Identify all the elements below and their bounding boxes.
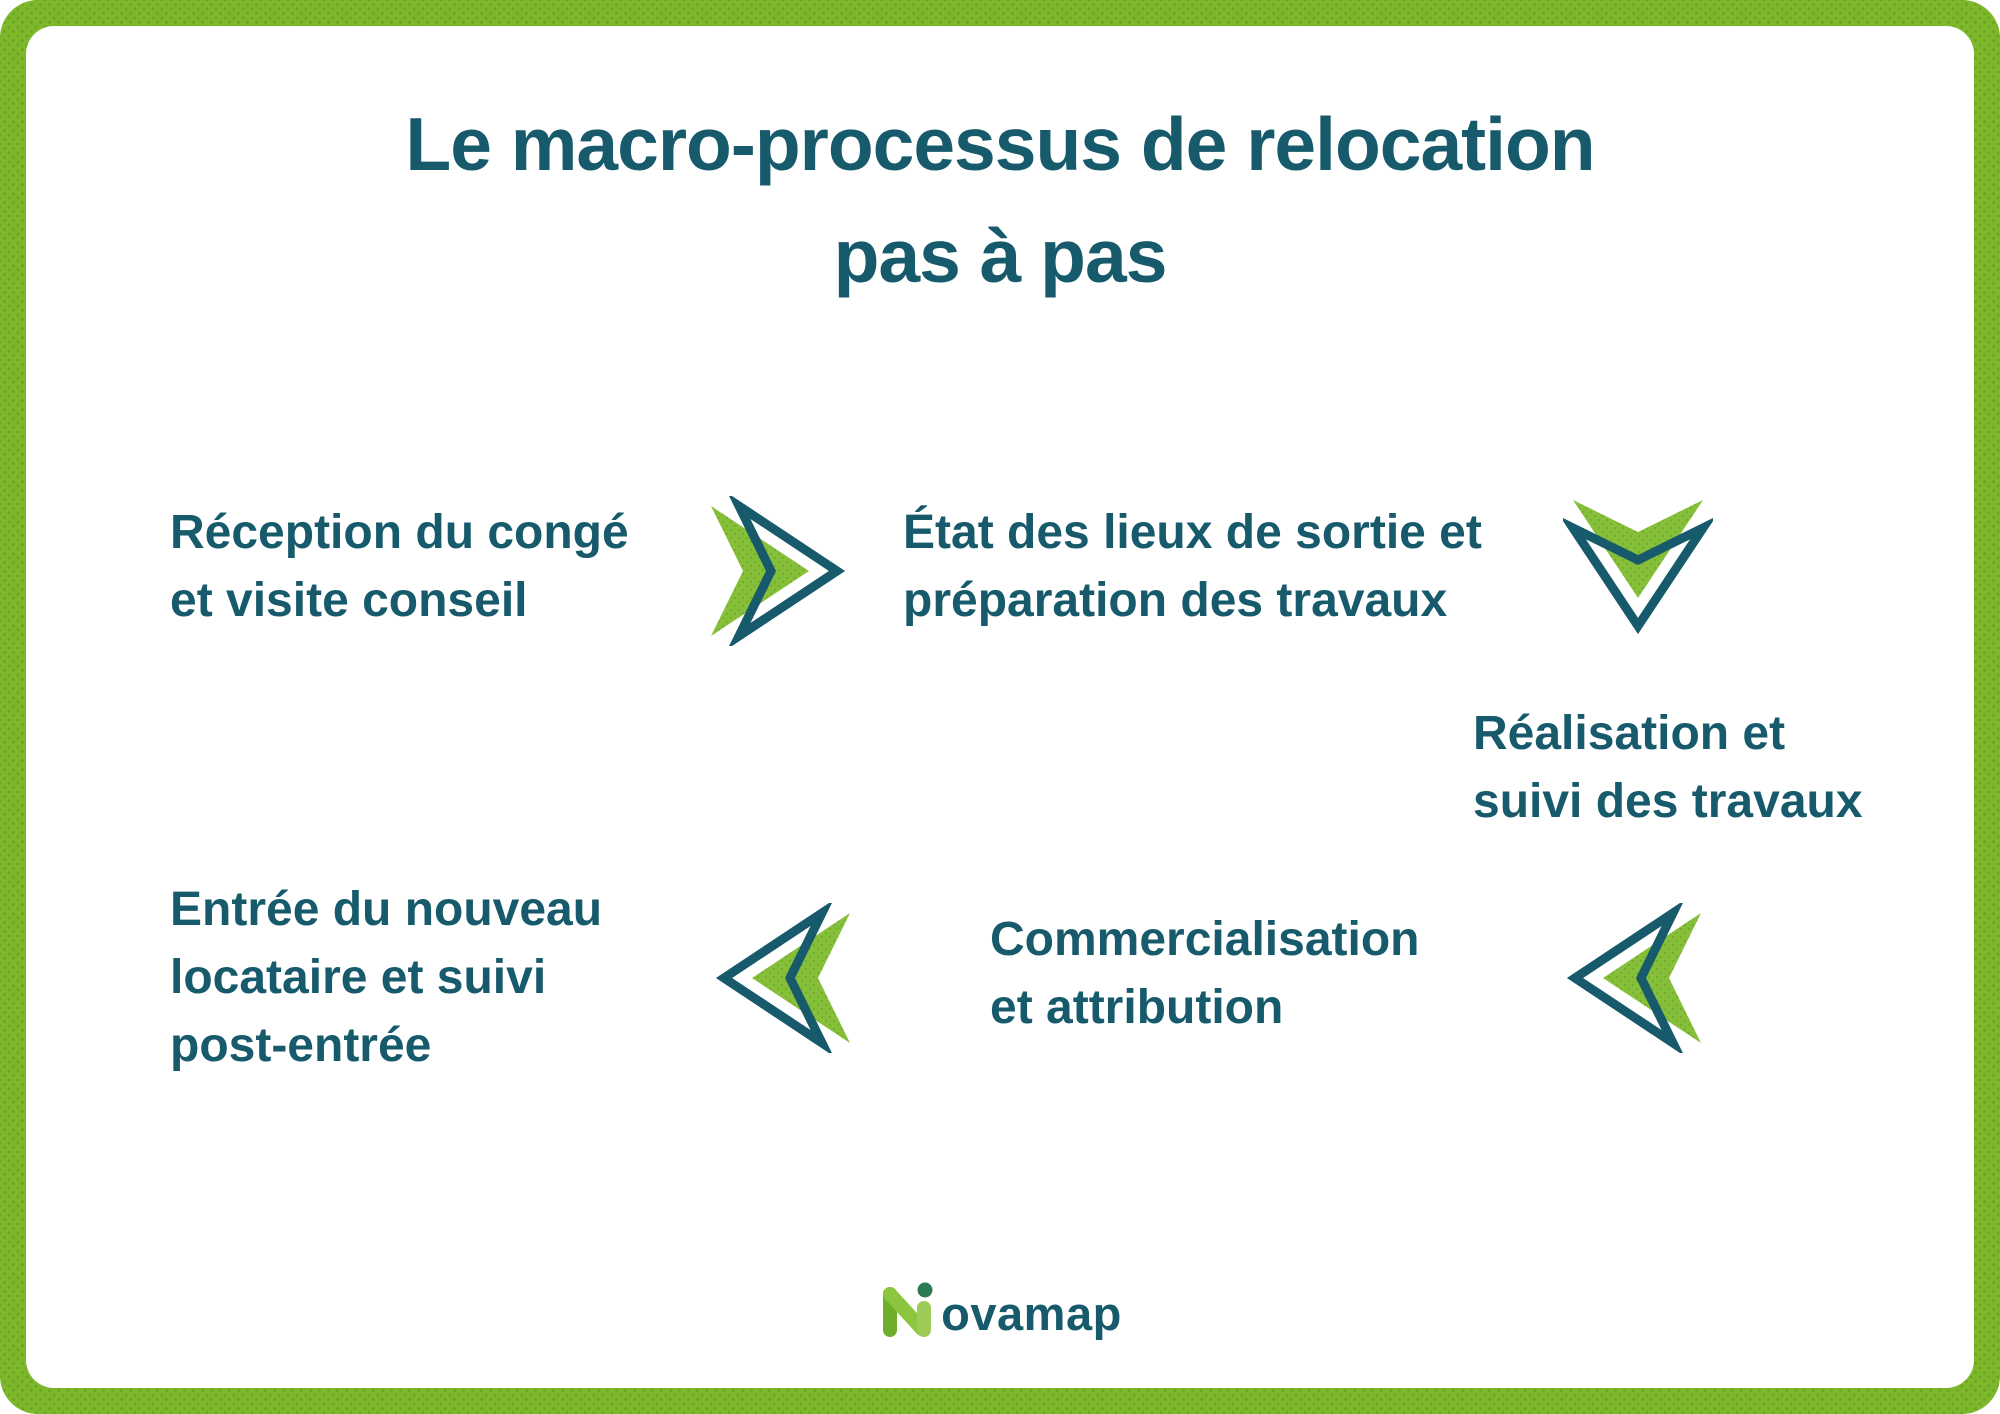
novamap-n-icon — [883, 1282, 933, 1337]
chevron-right-icon — [705, 496, 855, 646]
step-realisation-suivi-travaux: Réalisation et suivi des travaux — [1473, 700, 1863, 836]
content-panel — [26, 26, 1974, 1388]
step-text-line: post-entrée — [170, 1019, 432, 1072]
step-text-line: et attribution — [990, 981, 1284, 1034]
step-commercialisation-attribution: Commercialisation et attribution — [990, 906, 1419, 1042]
step-text-line: Entrée du nouveau — [170, 883, 603, 936]
step-entree-nouveau-locataire: Entrée du nouveau locataire et suivi pos… — [170, 876, 602, 1080]
step-etat-des-lieux-sortie: État des lieux de sortie et préparation … — [903, 499, 1482, 635]
step-text-line: locataire et suivi — [170, 951, 547, 1004]
novamap-wordmark: ovamap — [941, 1287, 1122, 1340]
step-text-line: Réalisation et — [1473, 707, 1786, 760]
chevron-down-icon — [1563, 494, 1713, 644]
step-text-line: Réception du congé — [170, 506, 629, 559]
chevron-left-icon — [1557, 903, 1707, 1053]
page-title-line-1: Le macro-processus de relocation — [405, 102, 1595, 186]
step-reception-du-conge: Réception du congé et visite conseil — [170, 499, 629, 635]
chevron-left-icon — [706, 903, 856, 1053]
step-text-line: et visite conseil — [170, 574, 528, 627]
page-title: Le macro-processus de relocation pas à p… — [0, 88, 2000, 312]
step-text-line: préparation des travaux — [903, 574, 1448, 627]
step-text-line: État des lieux de sortie et — [903, 506, 1482, 559]
page-title-line-2: pas à pas — [833, 214, 1168, 298]
step-text-line: Commercialisation — [990, 913, 1420, 966]
novamap-logo: ovamap — [0, 1280, 2000, 1342]
step-text-line: suivi des travaux — [1473, 775, 1863, 828]
